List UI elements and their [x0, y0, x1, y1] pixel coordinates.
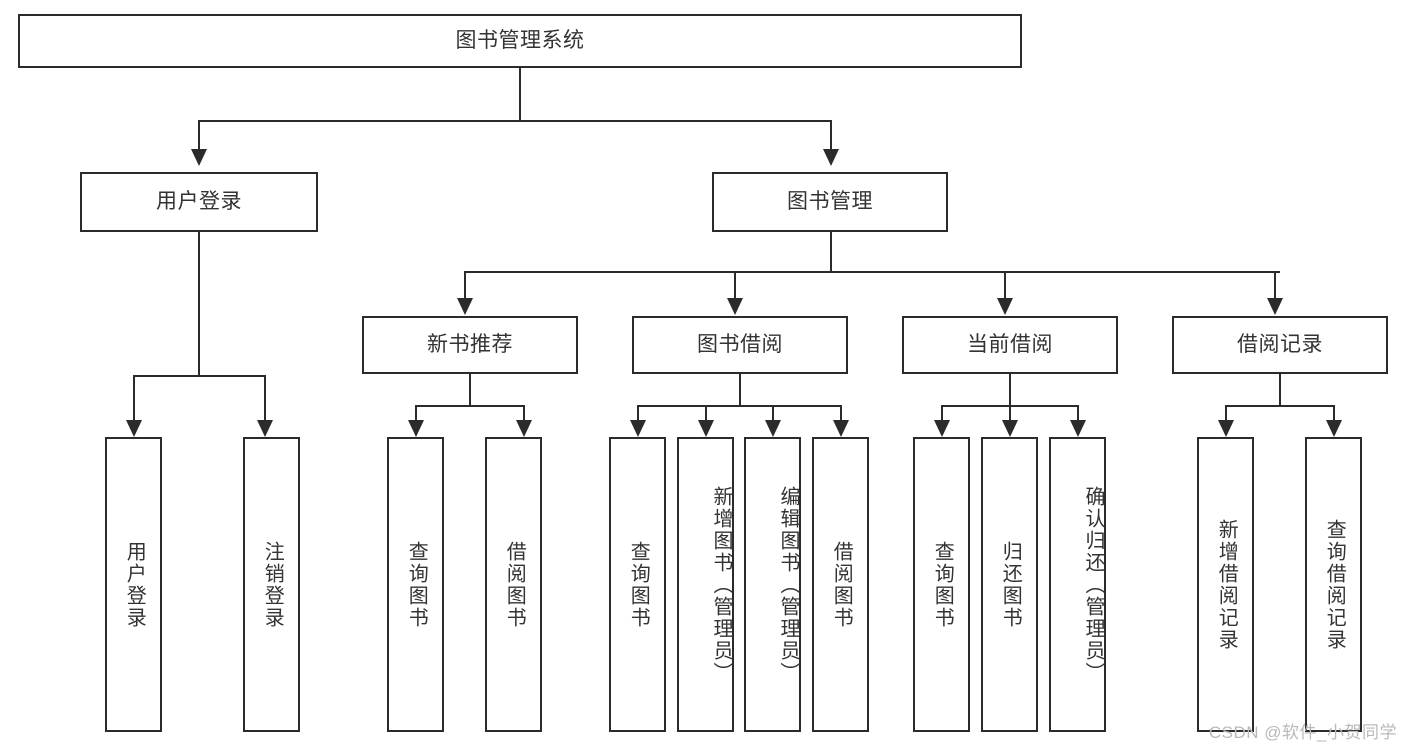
leaf-edit-book-admin[interactable]: 编辑图书（管理员） — [744, 437, 801, 732]
connector-level3-drop-4 — [1274, 271, 1276, 299]
node-label: 查询图书 — [627, 540, 650, 629]
leaf-query-book-current[interactable]: 查询图书 — [913, 437, 970, 732]
connector-current-borrow-drop-3 — [1077, 405, 1079, 420]
leaf-query-borrow-record[interactable]: 查询借阅记录 — [1305, 437, 1362, 732]
arrow-to-current-borrow — [997, 298, 1013, 315]
node-label: 新增图书（管理员） — [710, 485, 732, 684]
connector-borrow-record-drop-1 — [1225, 405, 1227, 420]
node-label: 用户登录 — [123, 540, 146, 629]
arrow-to-leaf-add-record — [1218, 420, 1234, 437]
connector-level3-drop-3 — [1004, 271, 1006, 299]
node-book-management[interactable]: 图书管理 — [712, 172, 948, 232]
arrow-to-leaf-add-book — [698, 420, 714, 437]
node-book-borrow[interactable]: 图书借阅 — [632, 316, 848, 374]
connector-level3-drop-2 — [734, 271, 736, 299]
leaf-user-login[interactable]: 用户登录 — [105, 437, 162, 732]
connector-new-book-stem — [469, 374, 471, 406]
node-label: 查询借阅记录 — [1323, 518, 1346, 651]
arrow-to-leaf-return-book — [1002, 420, 1018, 437]
node-label: 新增借阅记录 — [1215, 518, 1238, 651]
connector-level3-bus — [464, 271, 1280, 273]
node-current-borrow[interactable]: 当前借阅 — [902, 316, 1118, 374]
leaf-confirm-return-admin[interactable]: 确认归还（管理员） — [1049, 437, 1106, 732]
arrow-to-new-book-recommend — [457, 298, 473, 315]
connector-root-drop-2 — [830, 120, 832, 149]
connector-book-borrow-drop-4 — [840, 405, 842, 420]
connector-borrow-record-bus — [1225, 405, 1335, 407]
node-user-login[interactable]: 用户登录 — [80, 172, 318, 232]
arrow-to-leaf-query-book-1 — [408, 420, 424, 437]
arrow-to-leaf-borrow-book-2 — [833, 420, 849, 437]
node-new-book-recommend[interactable]: 新书推荐 — [362, 316, 578, 374]
leaf-borrow-book-borrow[interactable]: 借阅图书 — [812, 437, 869, 732]
connector-root-stem — [519, 68, 521, 121]
connector-user-login-drop-1 — [133, 375, 135, 420]
connector-new-book-drop-2 — [523, 405, 525, 420]
arrow-to-leaf-user-login — [126, 420, 142, 437]
node-label: 图书管理系统 — [455, 29, 585, 53]
node-label: 确认归还（管理员） — [1082, 485, 1104, 684]
arrow-to-book-borrow — [727, 298, 743, 315]
connector-book-borrow-bus — [637, 405, 842, 407]
arrow-to-leaf-borrow-book-1 — [516, 420, 532, 437]
connector-book-borrow-drop-3 — [772, 405, 774, 420]
node-root-book-management-system[interactable]: 图书管理系统 — [18, 14, 1022, 68]
connector-root-bus — [198, 120, 832, 122]
connector-book-management-stem — [830, 232, 832, 272]
arrow-to-leaf-query-book-2 — [630, 420, 646, 437]
arrow-to-leaf-edit-book — [765, 420, 781, 437]
node-label: 查询图书 — [931, 540, 954, 629]
node-label: 图书借阅 — [697, 333, 783, 357]
arrow-to-borrow-record — [1267, 298, 1283, 315]
arrow-to-user-login — [191, 149, 207, 166]
node-label: 编辑图书（管理员） — [777, 485, 799, 684]
leaf-logout[interactable]: 注销登录 — [243, 437, 300, 732]
connector-book-borrow-stem — [739, 374, 741, 406]
connector-current-borrow-drop-1 — [941, 405, 943, 420]
leaf-return-book[interactable]: 归还图书 — [981, 437, 1038, 732]
connector-borrow-record-drop-2 — [1333, 405, 1335, 420]
arrow-to-book-management — [823, 149, 839, 166]
node-label: 借阅图书 — [503, 540, 526, 629]
leaf-query-book-new[interactable]: 查询图书 — [387, 437, 444, 732]
leaf-query-book-borrow[interactable]: 查询图书 — [609, 437, 666, 732]
node-label: 图书管理 — [787, 190, 873, 214]
node-label: 借阅图书 — [830, 540, 853, 629]
node-borrow-record[interactable]: 借阅记录 — [1172, 316, 1388, 374]
leaf-add-borrow-record[interactable]: 新增借阅记录 — [1197, 437, 1254, 732]
connector-current-borrow-stem — [1009, 374, 1011, 406]
arrow-to-leaf-logout — [257, 420, 273, 437]
connector-level3-drop-1 — [464, 271, 466, 299]
arrow-to-leaf-confirm-return — [1070, 420, 1086, 437]
connector-user-login-bus — [133, 375, 265, 377]
connector-root-drop-1 — [198, 120, 200, 149]
node-label: 用户登录 — [156, 190, 242, 214]
connector-user-login-drop-2 — [264, 375, 266, 420]
connector-new-book-bus — [415, 405, 525, 407]
connector-current-borrow-drop-2 — [1009, 405, 1011, 420]
node-label: 当前借阅 — [967, 333, 1053, 357]
node-label: 注销登录 — [261, 540, 284, 629]
arrow-to-leaf-query-book-3 — [934, 420, 950, 437]
node-label: 归还图书 — [999, 540, 1022, 629]
connector-new-book-drop-1 — [415, 405, 417, 420]
connector-book-borrow-drop-2 — [705, 405, 707, 420]
leaf-add-book-admin[interactable]: 新增图书（管理员） — [677, 437, 734, 732]
node-label: 借阅记录 — [1237, 333, 1323, 357]
connector-borrow-record-stem — [1279, 374, 1281, 406]
node-label: 查询图书 — [405, 540, 428, 629]
arrow-to-leaf-query-record — [1326, 420, 1342, 437]
leaf-borrow-book-new[interactable]: 借阅图书 — [485, 437, 542, 732]
connector-book-borrow-drop-1 — [637, 405, 639, 420]
connector-user-login-stem — [198, 232, 200, 376]
node-label: 新书推荐 — [427, 333, 513, 357]
